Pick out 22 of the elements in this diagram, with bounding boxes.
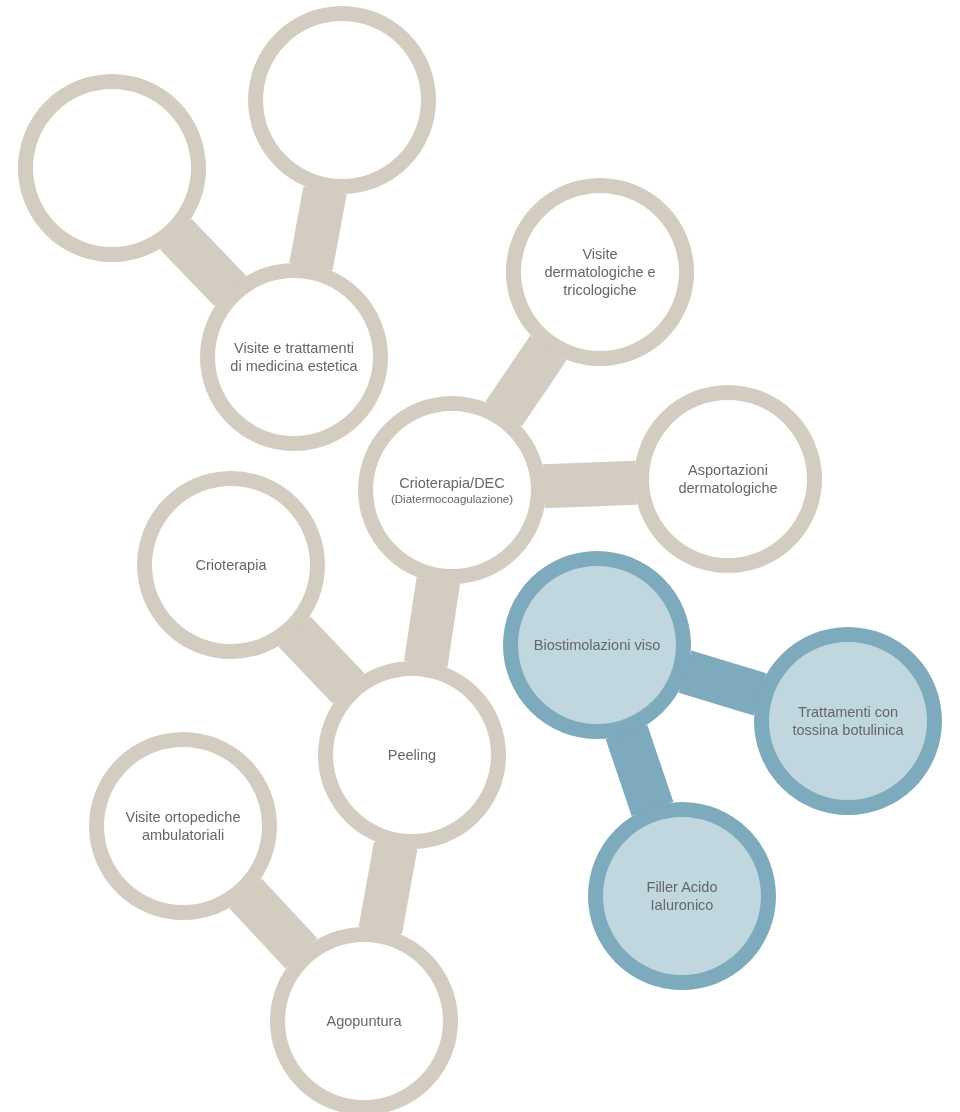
connector-band <box>159 219 246 306</box>
node-label: Agopuntura <box>326 1012 402 1030</box>
node-label: Crioterapia <box>195 556 267 574</box>
connector-band <box>289 186 347 271</box>
connector-band <box>358 841 418 935</box>
connector-band <box>678 650 767 716</box>
node-label: Visite dermatologiche e tricologiche <box>543 245 657 299</box>
node-label: Filler Acido Ialuronico <box>645 878 719 914</box>
connector-band <box>543 460 637 509</box>
node-label: Biostimolazioni viso <box>533 636 661 654</box>
node-label: Peeling <box>387 746 437 764</box>
connector-band <box>485 335 567 427</box>
connector-band <box>229 878 318 969</box>
connector-band <box>403 577 461 668</box>
node-label: Trattamenti con tossina botulinica <box>791 703 905 739</box>
node-label: Visite e trattamenti di medicina estetica <box>230 339 358 375</box>
connector-band <box>605 725 674 816</box>
connector-band <box>278 616 365 704</box>
node-label: Asportazioni dermatologiche <box>677 461 779 497</box>
node-subtitle: (Diatermocoagulazione) <box>390 491 514 507</box>
node-label: Visite ortopediche ambulatoriali <box>124 808 242 844</box>
node-label: Crioterapia/DEC <box>399 473 505 492</box>
